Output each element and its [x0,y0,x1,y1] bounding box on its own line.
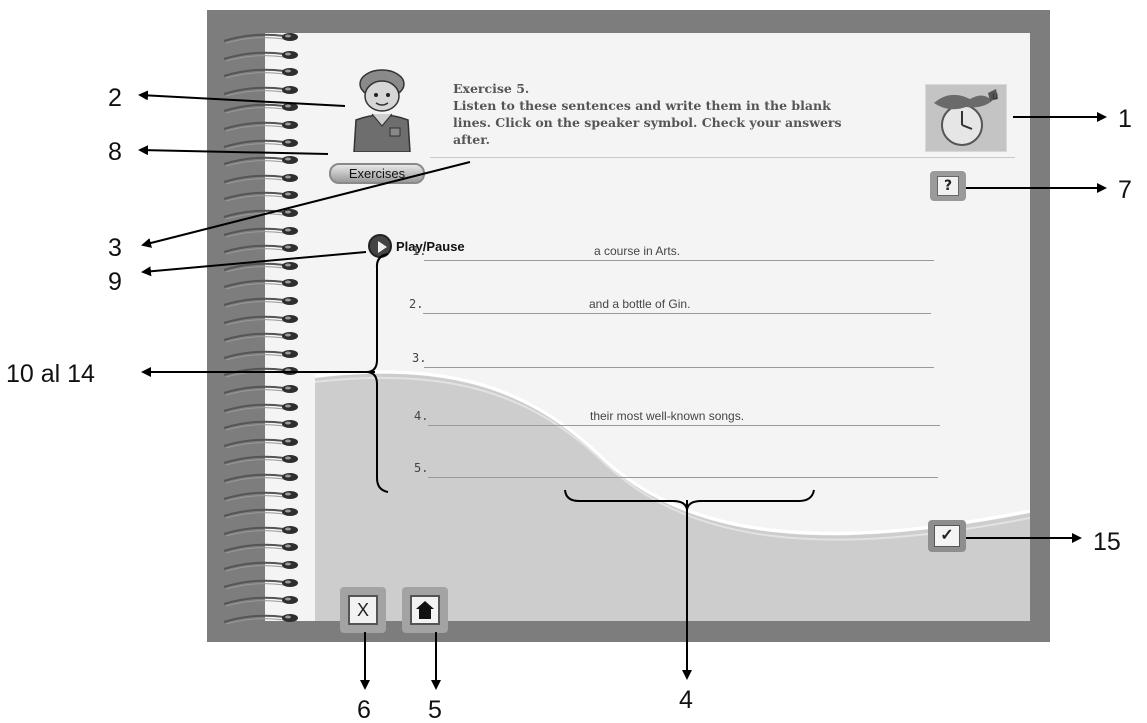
boy-character-icon [342,62,422,153]
home-icon [410,595,440,625]
instructions-line-3: after. [453,132,490,147]
annotation-5: 5 [428,696,442,723]
spiral-ring [222,593,302,607]
spiral-ring [222,153,302,167]
spiral-ring [222,382,302,396]
check-answers-button[interactable]: ✓ [928,520,966,552]
spiral-ring [222,206,302,220]
annotation-6: 6 [357,696,371,723]
line-number: 3. [412,351,427,365]
spiral-ring [222,259,302,273]
spiral-ring [222,100,302,114]
spiral-ring [222,470,302,484]
annotation-7: 7 [1118,176,1132,204]
spiral-ring [222,241,302,255]
spiral-ring [222,224,302,238]
spiral-ring [222,558,302,572]
spiral-ring [222,329,302,343]
spiral-ring [222,540,302,554]
play-icon[interactable] [368,234,392,258]
close-button[interactable]: X [340,587,386,633]
line-text: and a bottle of Gin. [589,297,691,311]
instructions-line-1: Listen to these sentences and write them… [453,98,831,113]
spiral-ring [222,417,302,431]
line-number: 1. [412,244,427,258]
spiral-ring [222,347,302,361]
spiral-ring [222,30,302,44]
spiral-ring [222,188,302,202]
spiral-ring [222,611,302,625]
spiral-binding [222,30,302,628]
spiral-ring [222,83,302,97]
spiral-ring [222,400,302,414]
spiral-ring [222,294,302,308]
check-icon: ✓ [934,525,960,547]
spiral-ring [222,452,302,466]
spiral-ring [222,505,302,519]
spiral-ring [222,136,302,150]
line-number: 2. [409,297,424,311]
spiral-ring [222,65,302,79]
help-button[interactable]: ? [930,171,966,201]
play-pause-label: Play/Pause [396,238,465,254]
exercise-title: Exercise 5. [453,81,530,96]
close-icon: X [348,595,378,625]
annotation-15: 15 [1093,528,1121,556]
spiral-ring [222,171,302,185]
spiral-ring [222,118,302,132]
instructions-line-2: lines. Click on the speaker symbol. Chec… [453,115,842,130]
annotation-8: 8 [108,138,122,166]
line-text: a course in Arts. [594,244,681,258]
svg-text:u: u [992,91,998,102]
line-text: their most well-known songs. [590,409,745,423]
help-button-label: ? [937,176,959,196]
annotation-10-14: 10 al 14 [6,360,95,388]
annotation-3: 3 [108,234,122,262]
home-button[interactable] [402,587,448,633]
line-number: 5. [414,461,429,475]
exercises-button[interactable]: Exercises [329,163,425,184]
header-divider [430,157,1015,158]
annotation-2: 2 [108,84,122,112]
spiral-ring [222,312,302,326]
line-number: 4. [414,409,429,423]
annotation-4: 4 [679,686,693,714]
annotation-1: 1 [1118,105,1132,133]
exercise-instructions: Exercise 5. Listen to these sentences an… [453,80,893,148]
spiral-ring [222,364,302,378]
clock-picture-icon: u [925,84,1007,152]
spiral-ring [222,488,302,502]
annotation-9: 9 [108,268,122,296]
spiral-ring [222,576,302,590]
spiral-ring [222,276,302,290]
spiral-ring [222,523,302,537]
spiral-ring [222,435,302,449]
spiral-ring [222,48,302,62]
